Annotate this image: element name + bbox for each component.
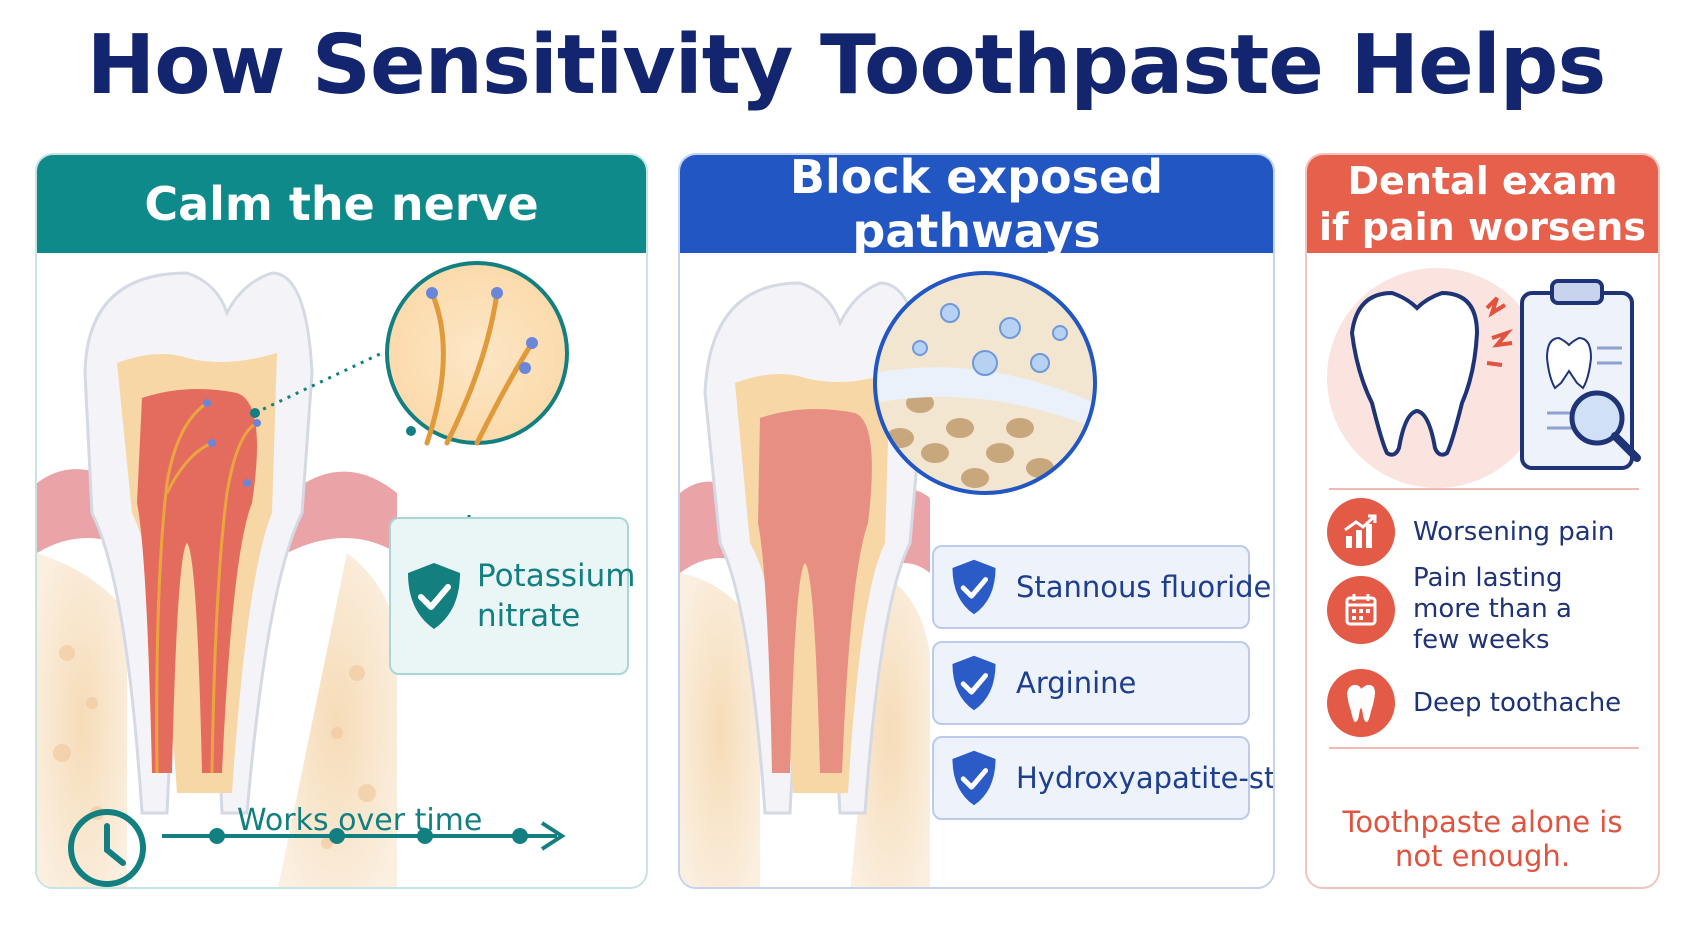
calm-nerve-heading: Calm the nerve [37, 155, 646, 253]
ingredient-card: Stannous fluoride [932, 545, 1271, 629]
warning-text: Pain lasting more than a few weeks [1413, 563, 1572, 656]
potassium-nitrate-card: Potassium nitrate [389, 517, 635, 675]
divider [1329, 488, 1639, 490]
calm-nerve-panel: Calm the nerve [35, 153, 648, 889]
clock-icon [68, 809, 146, 887]
dental-exam-heading: Dental exam if pain worsens [1307, 155, 1658, 253]
ingredient-name: Stannous fluoride [1016, 570, 1272, 604]
rising-chart-icon [1327, 498, 1395, 566]
warning-note: Toothpaste alone is not enough. [1307, 805, 1658, 873]
shield-check-icon [952, 655, 996, 711]
block-pathways-panel: Block exposed pathways [678, 153, 1275, 889]
warning-line: few weeks [1413, 625, 1550, 655]
heading-line-2: if pain worsens [1319, 205, 1646, 249]
page-title: How Sensitivity Toothpaste Helps [86, 18, 1607, 113]
warning-note-line: not enough. [1394, 839, 1571, 873]
ingredient-name: Arginine [1016, 666, 1137, 700]
timeline-label: Works over time [237, 803, 483, 838]
warning-line: Pain lasting [1413, 563, 1563, 593]
dental-exam-panel: Dental exam if pain worsens [1305, 153, 1660, 889]
tooth-exam-illustration [1327, 268, 1641, 488]
ingredient-name-line-1: Potassium [477, 558, 636, 594]
tooth-nerve-illustration [37, 261, 569, 887]
tooth-icon [1349, 290, 1480, 457]
warning-item: Deep toothache [1327, 669, 1621, 737]
block-pathways-heading: Block exposed pathways [680, 155, 1273, 258]
tooth-icon [1327, 669, 1395, 737]
magnifier-icon [1569, 390, 1641, 462]
timeline-arrow [162, 821, 566, 851]
ingredient-card: Hydroxyapatite-style [932, 736, 1273, 820]
warning-note-line: Toothpaste alone is [1342, 805, 1623, 839]
warning-line: more than a [1413, 594, 1572, 624]
warning-item: Pain lasting more than a few weeks [1327, 563, 1572, 656]
ingredient-name: Hydroxyapatite-style [1016, 761, 1275, 795]
tooth-tubules-illustration [680, 271, 1097, 887]
warning-item: Worsening pain [1327, 498, 1614, 566]
ingredient-card: Arginine [932, 641, 1250, 725]
ingredient-name-line-2: nitrate [477, 598, 581, 634]
shield-check-icon [952, 559, 996, 615]
warning-text: Deep toothache [1413, 687, 1622, 718]
shield-check-icon [408, 563, 460, 629]
calendar-icon [1327, 575, 1395, 644]
warning-text: Worsening pain [1413, 516, 1615, 547]
heading-line-1: Dental exam [1347, 159, 1618, 203]
shield-check-icon [952, 750, 996, 806]
divider [1329, 747, 1639, 749]
